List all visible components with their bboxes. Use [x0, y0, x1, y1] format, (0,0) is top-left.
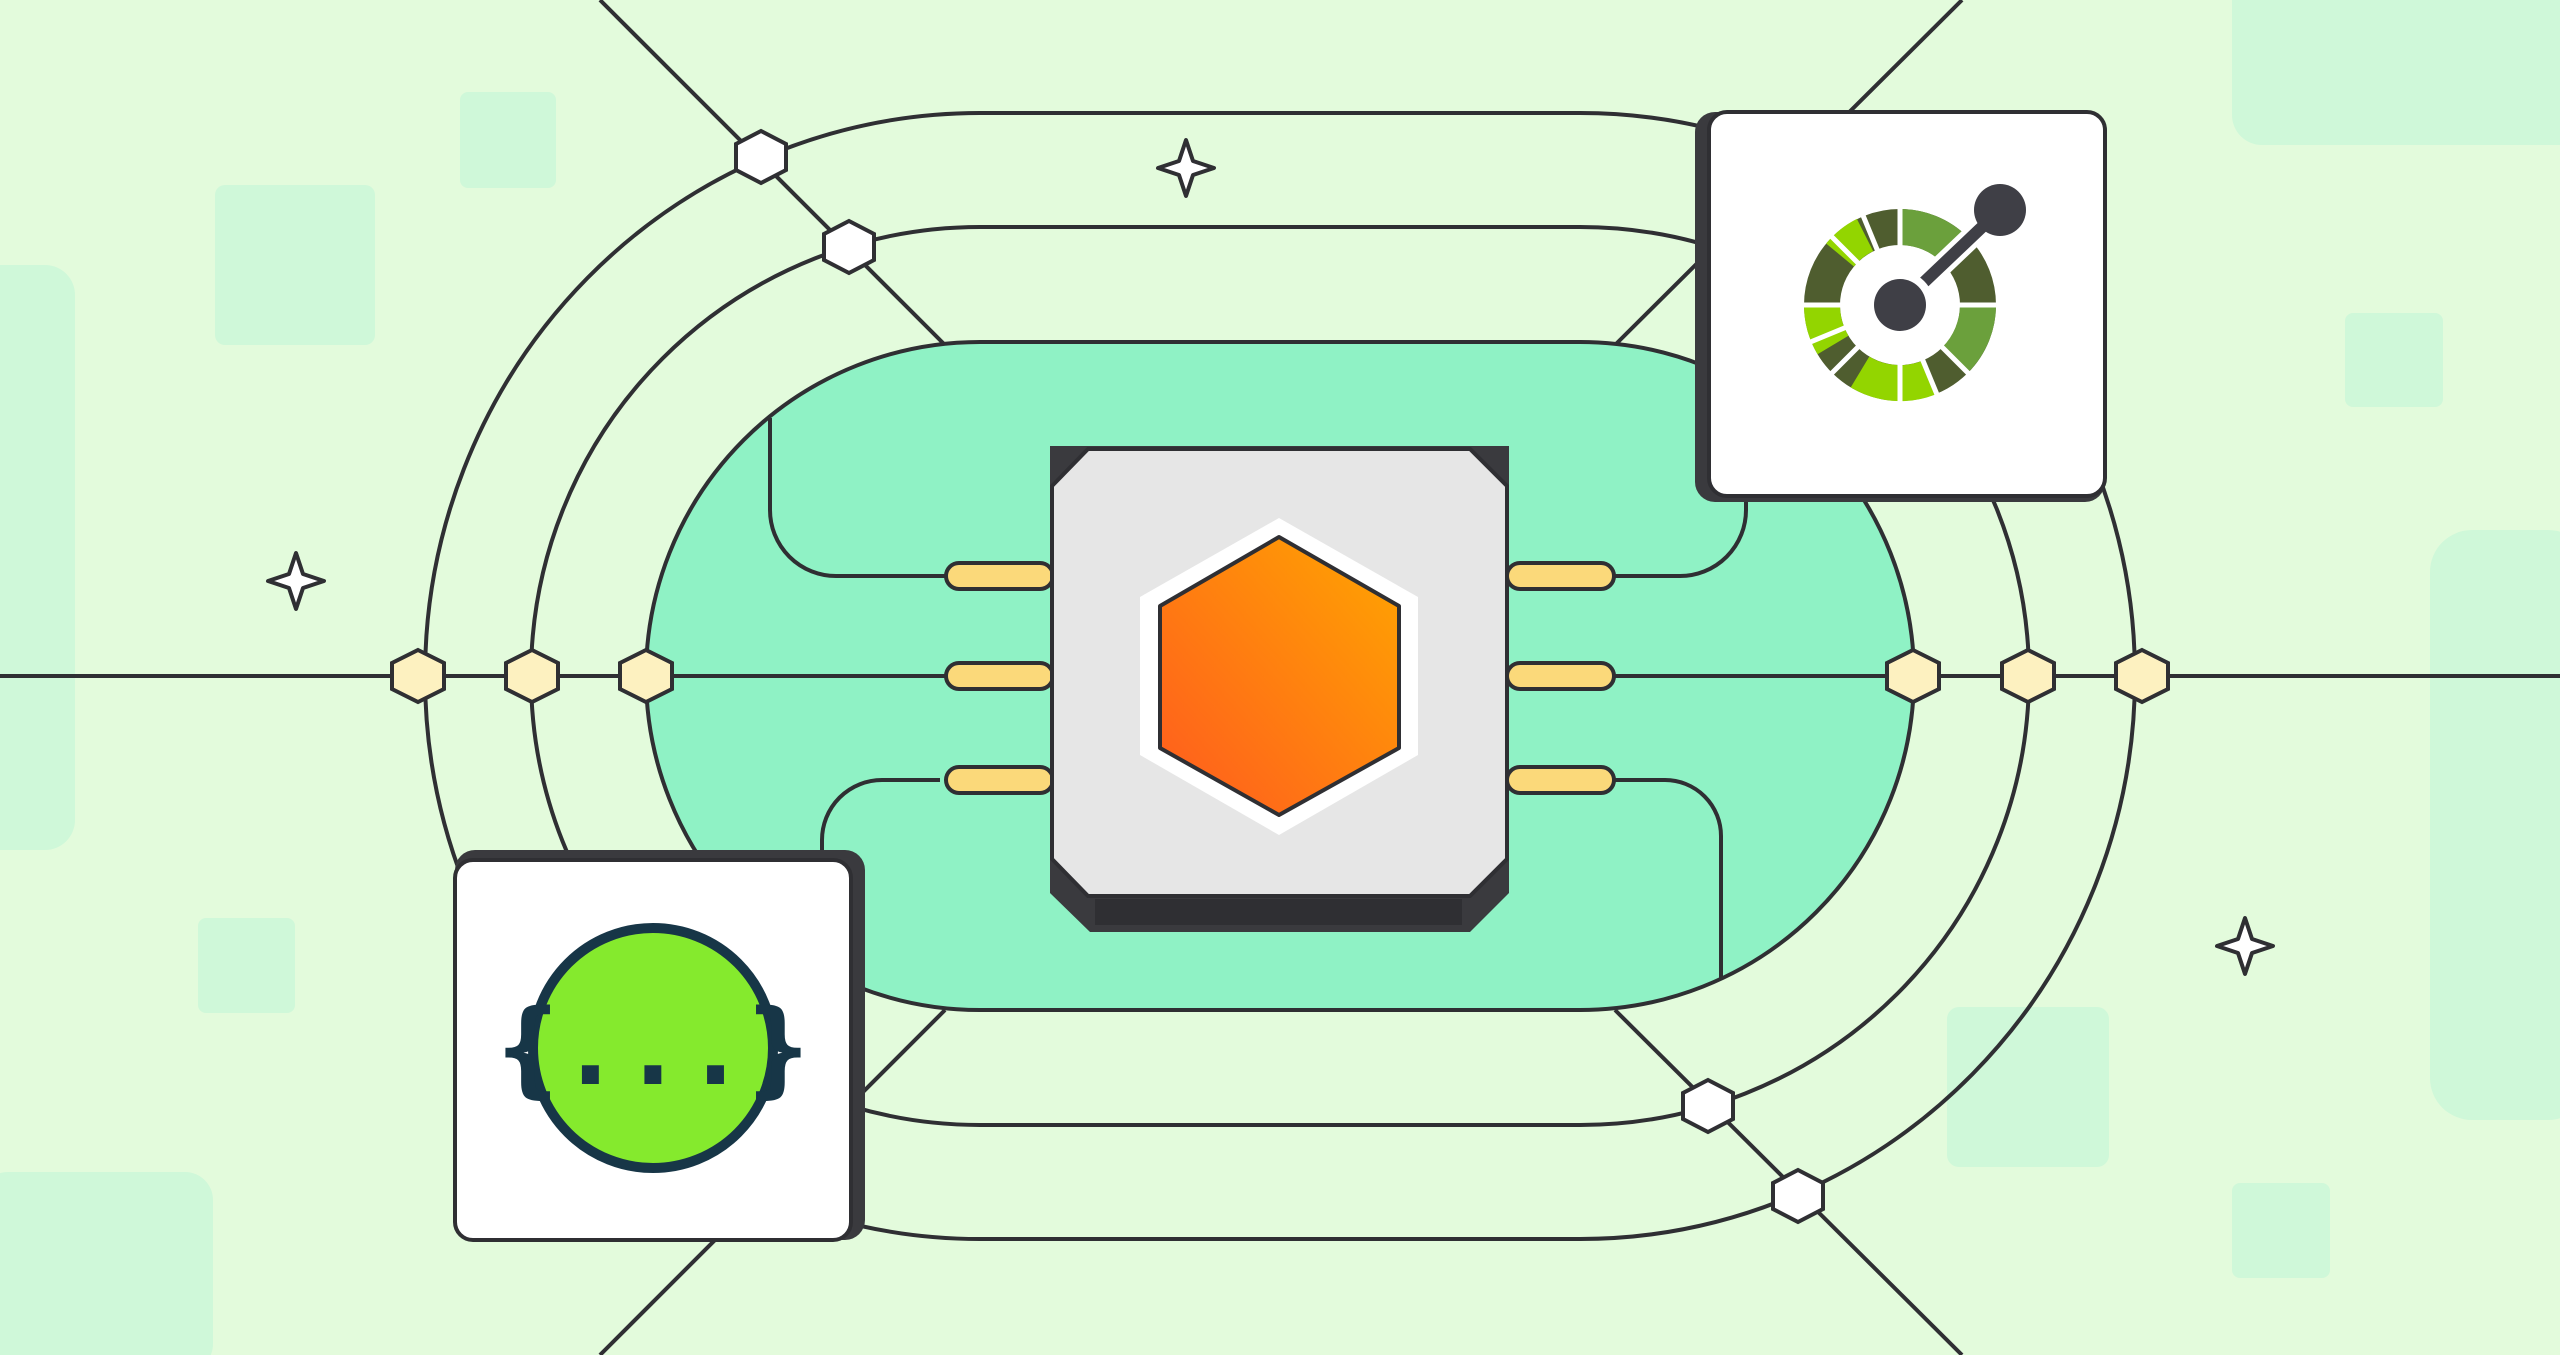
node-bottom-outer: [1771, 1167, 1825, 1225]
node-right-outer: [2114, 647, 2170, 705]
swagger-icon: {...}: [496, 923, 810, 1173]
openapi-icon: [1800, 184, 2026, 405]
sparkles: [266, 138, 2275, 976]
pin-right-1: [1505, 561, 1616, 591]
node-top-middle: [822, 218, 876, 276]
orange-hexagon-icon: [1140, 518, 1418, 835]
four-point-star-icon: [1156, 138, 1216, 198]
circuit-traces: [646, 418, 1910, 980]
node-bottom-middle: [1681, 1077, 1735, 1135]
node-left-middle: [504, 647, 560, 705]
node-left-outer: [390, 647, 446, 705]
pin-left-2: [944, 661, 1055, 691]
node-left-inner: [618, 647, 674, 705]
four-point-star-icon: [266, 551, 326, 611]
pin-right-2: [1505, 661, 1616, 691]
node-top-outer: [734, 128, 788, 186]
pin-left-1: [944, 561, 1055, 591]
node-right-middle: [2000, 647, 2056, 705]
swagger-card: {...}: [453, 850, 865, 1242]
openapi-card: [1695, 110, 2107, 502]
four-point-star-icon: [2215, 916, 2275, 976]
pin-right-3: [1505, 765, 1616, 795]
pin-left-3: [944, 765, 1055, 795]
node-right-inner: [1885, 647, 1941, 705]
track-nodes: [390, 128, 2170, 1225]
swagger-logo-text: {...}: [496, 987, 809, 1109]
chip-pins: [944, 561, 1616, 795]
